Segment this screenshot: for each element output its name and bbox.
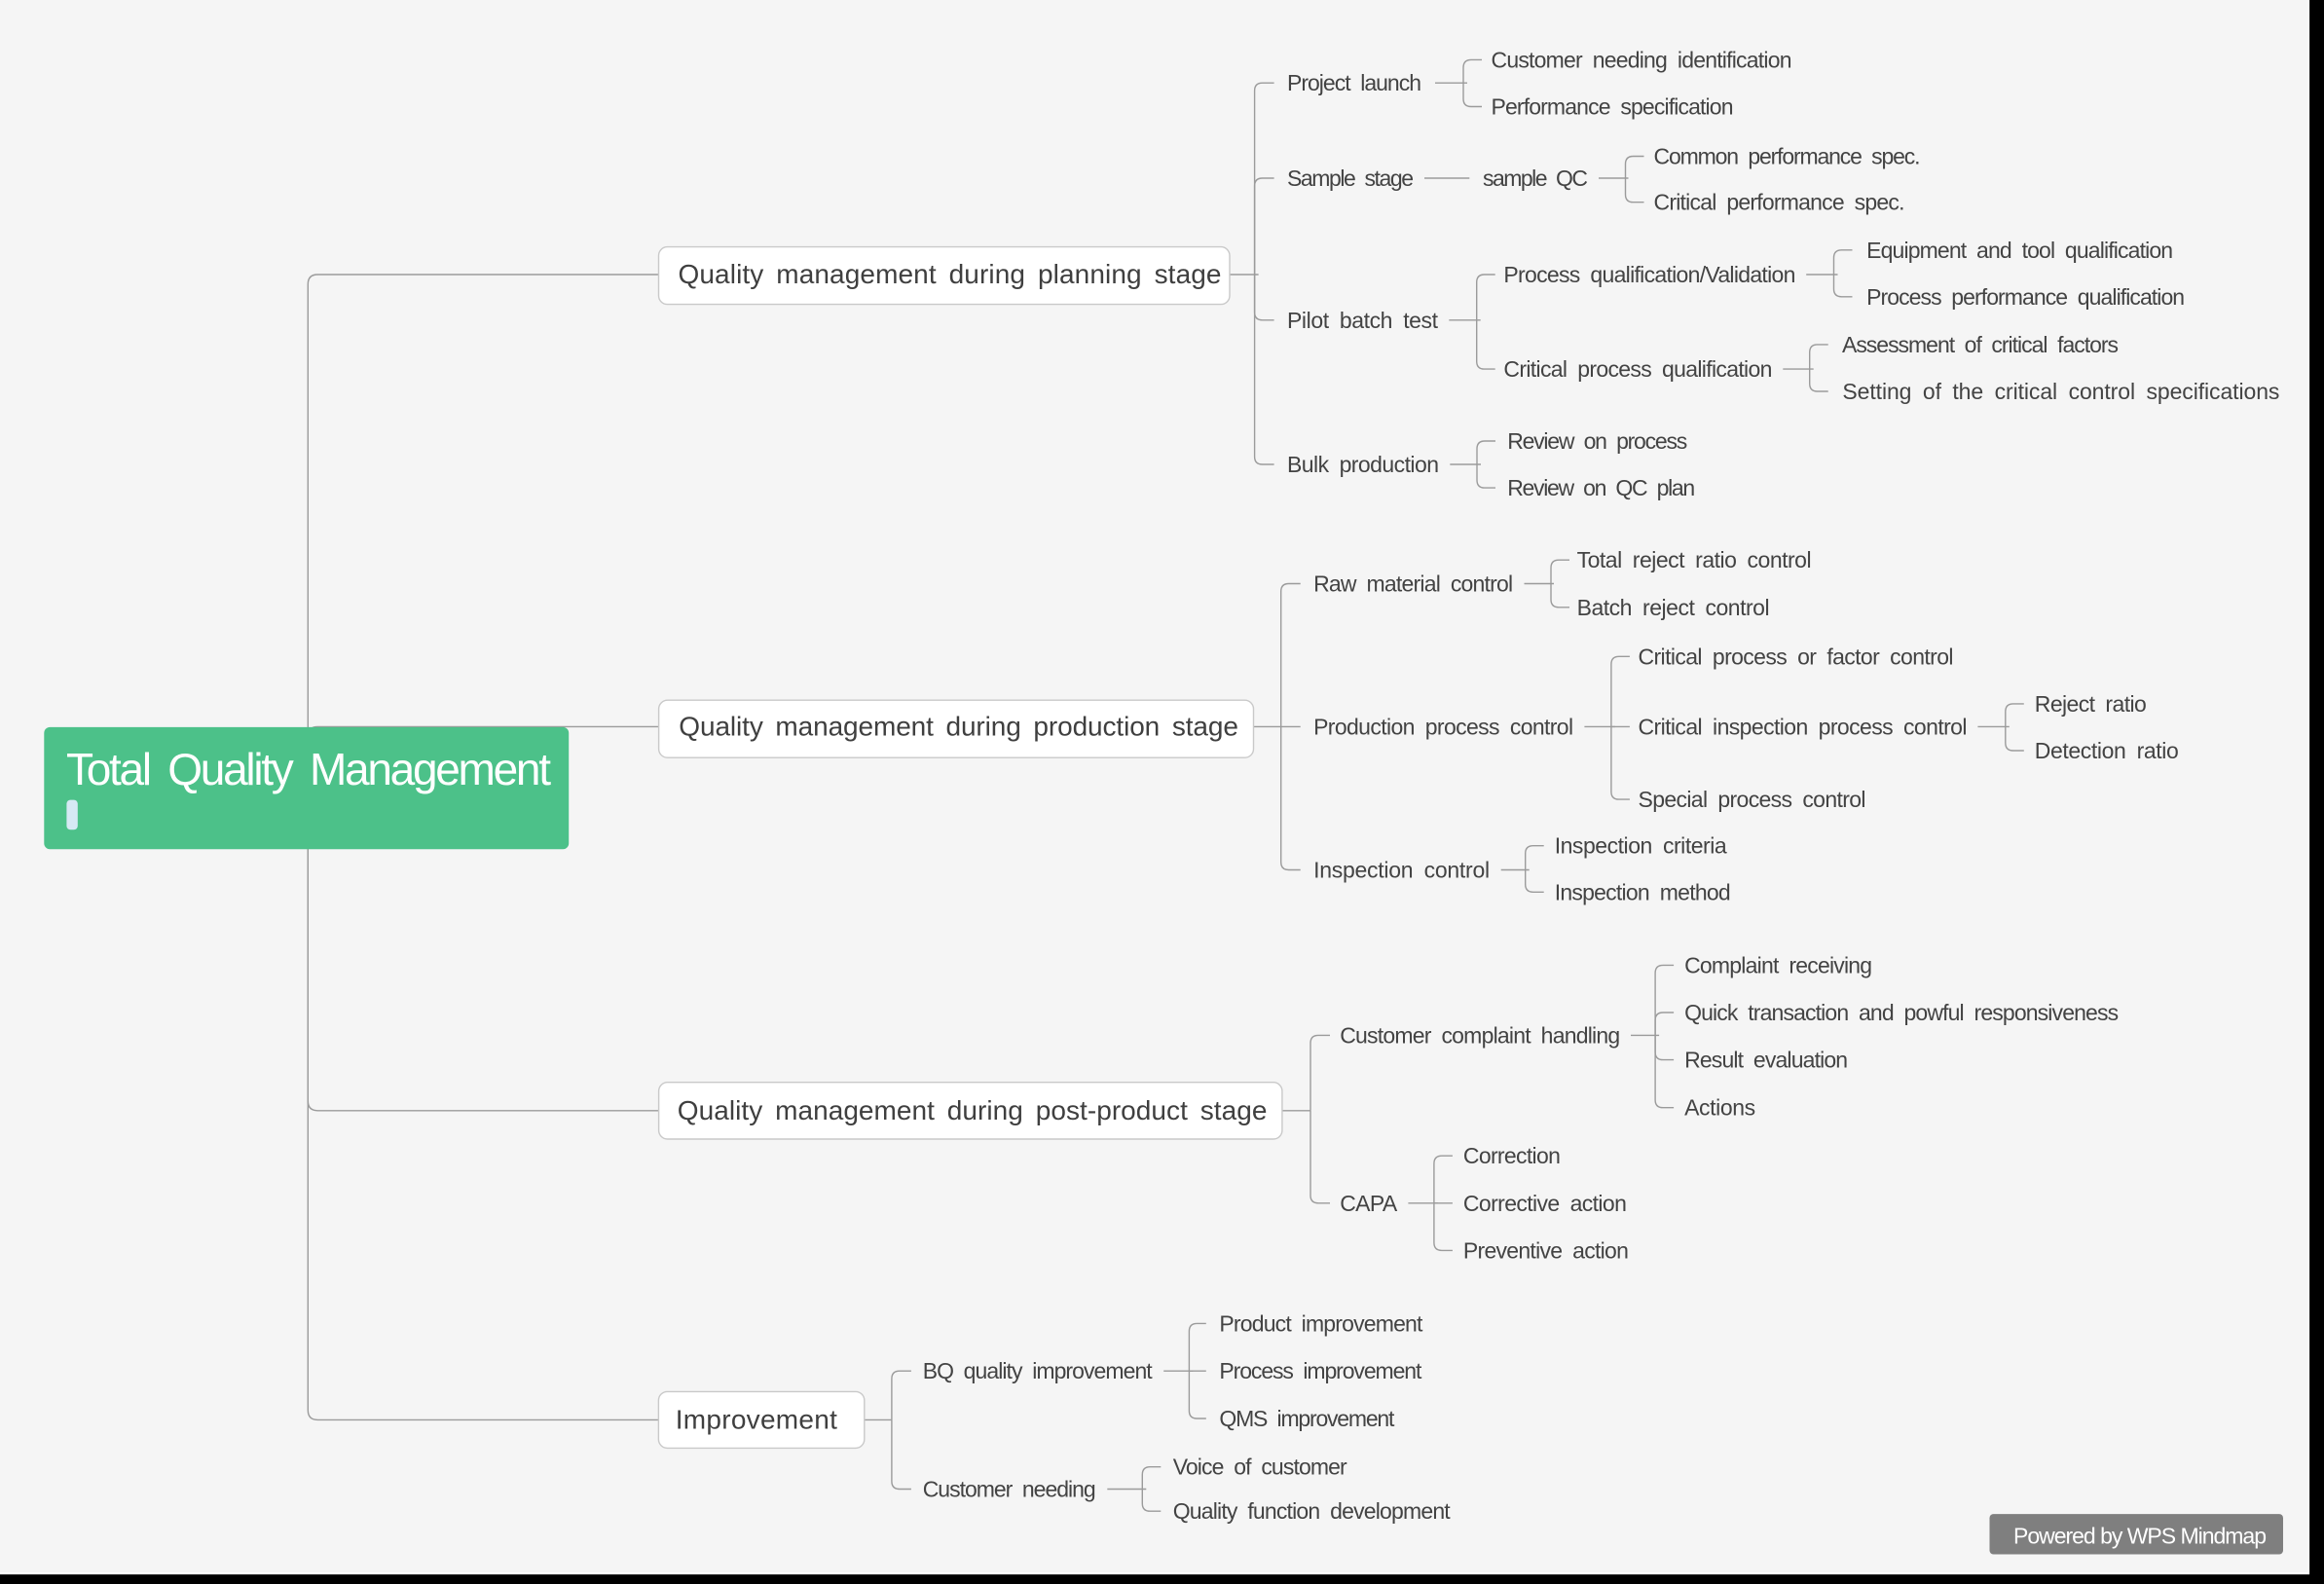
svg-text:Critical performance spec.: Critical performance spec. (1654, 190, 1905, 215)
svg-text:Result evaluation: Result evaluation (1684, 1048, 1848, 1073)
svg-text:Reject ratio: Reject ratio (2035, 691, 2147, 717)
svg-text:Preventive action: Preventive action (1463, 1237, 1629, 1263)
svg-text:sample QC: sample QC (1483, 166, 1588, 191)
svg-text:Product improvement: Product improvement (1219, 1310, 1423, 1336)
svg-text:QMS improvement: QMS improvement (1219, 1406, 1395, 1431)
svg-text:Quality management during prod: Quality management during production sta… (679, 712, 1238, 742)
svg-text:Quick transaction and powful r: Quick transaction and powful responsiven… (1684, 1000, 2119, 1025)
svg-text:Process qualification/Validati: Process qualification/Validation (1503, 262, 1795, 287)
svg-text:Powered by WPS Mindmap: Powered by WPS Mindmap (2013, 1523, 2267, 1548)
svg-text:Process performance qualificat: Process performance qualification (1866, 284, 2185, 310)
svg-text:Improvement: Improvement (676, 1405, 837, 1435)
svg-text:Equipment and tool qualificati: Equipment and tool qualification (1866, 238, 2173, 263)
svg-text:Inspection method: Inspection method (1555, 879, 1731, 904)
svg-text:Pilot batch test: Pilot batch test (1287, 308, 1439, 333)
svg-text:Inspection control: Inspection control (1313, 858, 1490, 883)
svg-text:Total Quality Management: Total Quality Management (66, 744, 551, 794)
svg-text:Assessment of critical factors: Assessment of critical factors (1842, 332, 2119, 357)
svg-text:Sample stage: Sample stage (1287, 166, 1414, 191)
svg-text:Customer needing: Customer needing (923, 1477, 1096, 1502)
svg-text:Correction: Correction (1463, 1143, 1561, 1168)
svg-text:Inspection criteria: Inspection criteria (1555, 833, 1727, 859)
svg-text:Quality management during post: Quality management during post-product s… (678, 1095, 1268, 1125)
svg-text:Batch reject control: Batch reject control (1577, 595, 1770, 620)
svg-text:Critical inspection process co: Critical inspection process control (1639, 714, 1968, 739)
svg-text:Performance specification: Performance specification (1492, 94, 1734, 120)
svg-text:Corrective action: Corrective action (1463, 1191, 1627, 1216)
svg-text:Project launch: Project launch (1287, 70, 1421, 95)
svg-text:CAPA: CAPA (1340, 1191, 1398, 1216)
svg-text:BQ quality improvement: BQ quality improvement (923, 1358, 1154, 1383)
svg-text:Quality management during plan: Quality management during planning stage (679, 259, 1222, 289)
svg-text:Critical process or factor con: Critical process or factor control (1639, 644, 1954, 669)
svg-text:Actions: Actions (1684, 1095, 1755, 1121)
svg-text:Review on QC plan: Review on QC plan (1507, 475, 1695, 500)
svg-text:Critical process qualification: Critical process qualification (1503, 356, 1772, 382)
svg-text:Total reject ratio control: Total reject ratio control (1577, 547, 1812, 572)
svg-text:Production process control: Production process control (1313, 714, 1573, 739)
svg-text:Special process control: Special process control (1639, 787, 1866, 812)
svg-text:Common performance spec.: Common performance spec. (1654, 144, 1921, 169)
svg-text:Customer needing identificatio: Customer needing identification (1492, 47, 1792, 72)
svg-text:Bulk production: Bulk production (1287, 452, 1439, 477)
svg-text:Customer complaint handling: Customer complaint handling (1340, 1022, 1620, 1048)
svg-text:Quality function development: Quality function development (1173, 1498, 1452, 1524)
svg-text:Setting of the critical contro: Setting of the critical control specific… (1842, 379, 2279, 404)
svg-text:Review on process: Review on process (1507, 428, 1687, 454)
svg-text:Detection ratio: Detection ratio (2035, 738, 2179, 763)
svg-text:Raw material control: Raw material control (1313, 571, 1513, 597)
svg-text:Voice of customer: Voice of customer (1173, 1455, 1347, 1480)
svg-text:Complaint receiving: Complaint receiving (1684, 952, 1872, 977)
svg-text:Process improvement: Process improvement (1219, 1358, 1422, 1383)
